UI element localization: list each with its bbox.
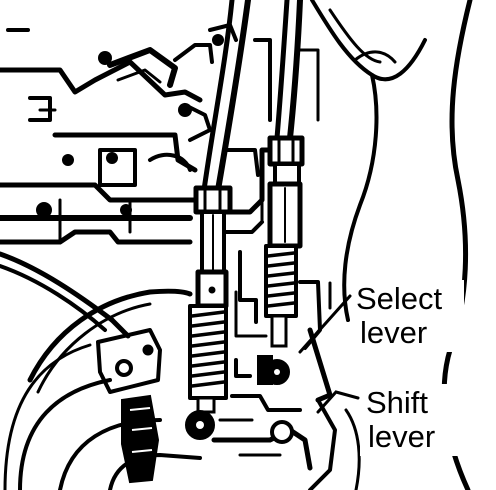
shift-cable-end xyxy=(185,396,216,440)
lever-housing xyxy=(211,250,361,490)
leader-lines xyxy=(298,281,360,414)
select-cable-assembly xyxy=(264,135,305,318)
select-cable-end xyxy=(257,314,290,385)
transmission-case xyxy=(0,23,320,245)
shift-cable-bellows xyxy=(190,310,226,388)
shift-lever-label-line2: lever xyxy=(368,419,435,454)
select-lever-label-line2: lever xyxy=(360,315,427,350)
cable-clamp xyxy=(121,394,160,484)
mounting-block xyxy=(96,328,162,394)
select-cable-bellows xyxy=(266,251,296,308)
case-flange xyxy=(107,47,178,88)
callout-labels: Select lever Shift lever xyxy=(352,280,464,456)
case-bolts xyxy=(36,34,224,218)
select-lever-leader xyxy=(298,294,352,354)
shift-lever-label-line1: Shift xyxy=(366,385,428,420)
select-lever-label-line1: Select xyxy=(356,281,443,316)
shift-lever-leader xyxy=(316,390,360,414)
control-cables-upper xyxy=(201,0,303,193)
